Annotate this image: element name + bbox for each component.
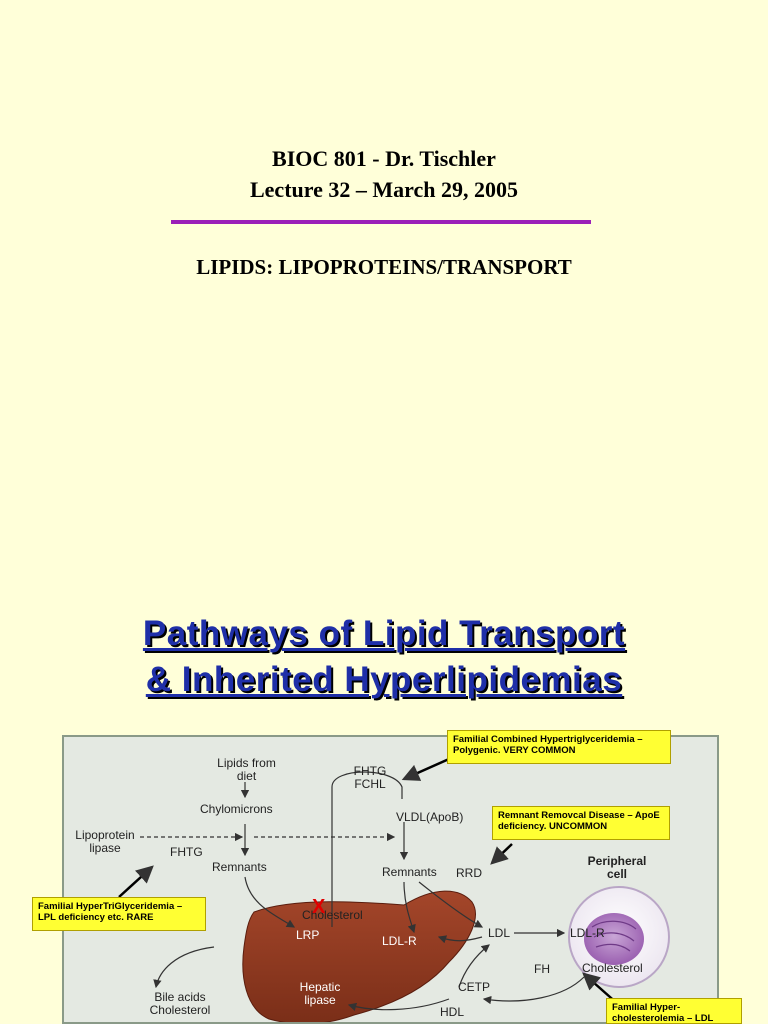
label-chylomicrons: Chylomicrons (200, 802, 273, 816)
liver-shape (242, 890, 476, 1022)
lecture-date: Lecture 32 – March 29, 2005 (249, 177, 519, 202)
diagram-graphics (118, 757, 670, 1022)
title-slide: BIOC 801 - Dr. Tischler Lecture 32 – Mar… (0, 0, 768, 576)
slide-title-line2: & Inherited Hyperlipidemias (145, 660, 623, 699)
label-ldl: LDL (488, 926, 511, 940)
label-peripheral-cell: Peripheral cell (587, 854, 647, 881)
lipid-transport-diagram: Lipids from diet Chylomicrons Lipoprotei… (62, 735, 719, 1024)
label-rrd: RRD (456, 866, 482, 880)
label-hdl: HDL (440, 1005, 465, 1019)
label-cholesterol-liver: Cholesterol (302, 908, 363, 922)
label-cholesterol-cell: Cholesterol (582, 961, 643, 975)
note-remnant-removal-disease: Remnant Removcal Disease – ApoE deficien… (492, 806, 670, 840)
label-hepatic-lipase: Hepatic lipase (299, 980, 341, 1007)
label-fhtg-left: FHTG (170, 845, 203, 859)
label-remnants-left: Remnants (212, 860, 267, 874)
label-fhtg-fchl: FHTG FCHL (353, 764, 387, 791)
label-fh: FH (534, 962, 550, 976)
slide-title-line1: Pathways of Lipid Transport (142, 614, 626, 653)
cell-nucleus-shape (584, 913, 644, 965)
label-apob: (ApoB) (426, 810, 464, 824)
course-title: BIOC 801 - Dr. Tischler (272, 146, 496, 171)
label-cetp: CETP (458, 980, 491, 994)
label-lrp: LRP (296, 928, 320, 942)
divider-rule (171, 220, 591, 224)
lecture-topic: LIPIDS: LIPOPROTEINS/TRANSPORT (196, 255, 572, 279)
note-familial-hypercholesterolemia: Familial Hyper-cholesterolemia – LDL (606, 998, 742, 1024)
note-familial-hypertriglyceridemia: Familial HyperTriGlyceridemia – LPL defi… (32, 897, 206, 931)
label-vldl: VLDL (396, 810, 427, 824)
note-familial-combined-hypertriglyceridemia: Familial Combined Hypertriglyceridemia –… (447, 730, 671, 764)
block-mark: X (312, 896, 326, 918)
label-lipids-from-diet: Lipids from diet (217, 756, 276, 783)
label-lipoprotein-lipase: Lipoprotein lipase (75, 828, 135, 855)
label-ldl-r-liver: LDL-R (382, 934, 417, 948)
label-ldl-r-cell: LDL-R (570, 926, 605, 940)
label-remnants-right: Remnants (382, 865, 437, 879)
label-bile-acids: Bile acids Cholesterol (149, 990, 211, 1017)
